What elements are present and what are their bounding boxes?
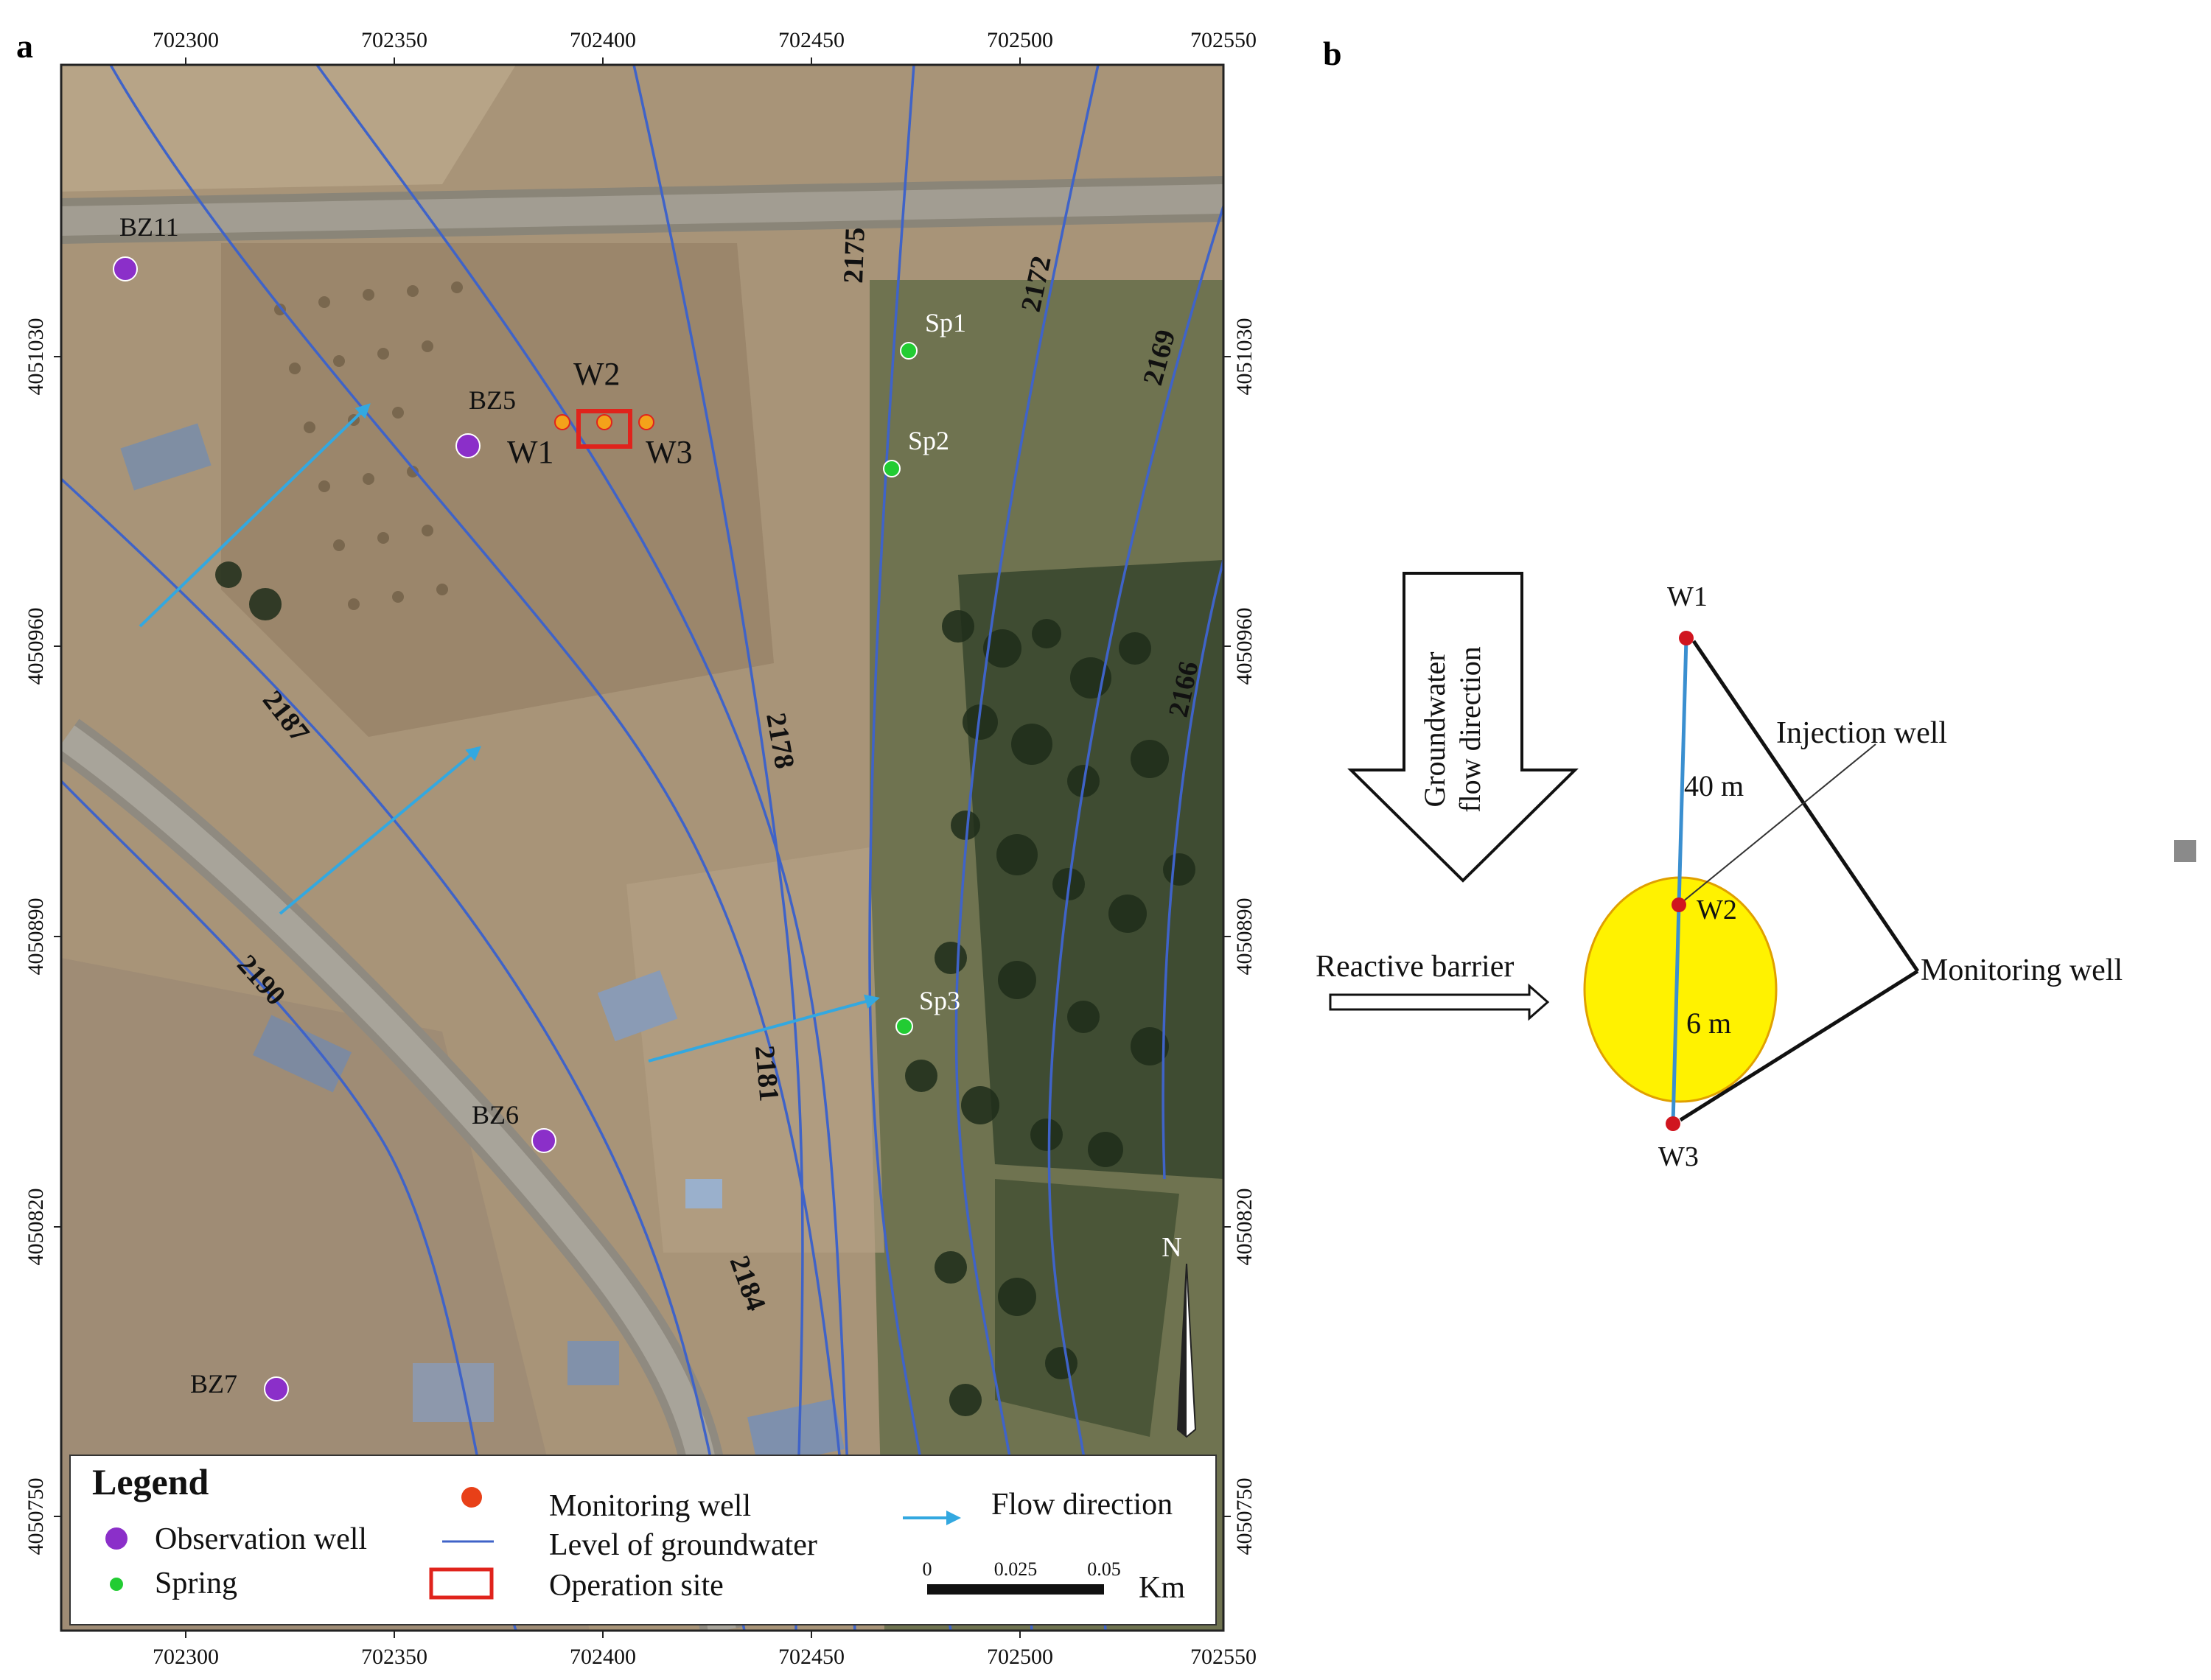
y-axis-ticks: 4051030 4050960 4050890 4050820 4050750 … — [24, 318, 1257, 1555]
legend-spring: Spring — [155, 1567, 237, 1600]
x-tick-top: 702450 — [778, 28, 845, 52]
x-tick-top: 702300 — [153, 28, 219, 52]
monitoring-line-lower — [1679, 969, 1919, 1122]
panel-b-label: b — [1323, 35, 1342, 72]
legend-monitoring-well: Monitoring well — [549, 1489, 751, 1523]
spring-label: Sp3 — [919, 986, 960, 1015]
w2-w3-line — [1671, 904, 1681, 1124]
x-tick-top: 702500 — [987, 28, 1053, 52]
observation-well-label: BZ5 — [469, 385, 516, 415]
scale-unit: Km — [1139, 1571, 1185, 1605]
y-tick-left: 4050960 — [24, 608, 48, 685]
monitoring-well-marker — [638, 414, 654, 430]
observation-well-marker — [455, 433, 481, 458]
well-label-w3: W3 — [1658, 1141, 1699, 1172]
north-arrow: N — [1162, 1232, 1197, 1438]
scale-bar — [927, 1584, 1104, 1595]
legend-operation-site: Operation site — [549, 1569, 724, 1603]
contour-label-2175: 2175 — [838, 227, 871, 284]
monitoring-line-upper — [1691, 640, 1920, 973]
operation-site: W1 W2 W3 — [507, 356, 693, 470]
x-tick-bottom: 702500 — [987, 1645, 1053, 1669]
x-tick-top: 702400 — [570, 28, 636, 52]
scale-tick-2: 0.05 — [1087, 1558, 1121, 1580]
observation-well-label: BZ7 — [190, 1369, 237, 1399]
legend-title: Legend — [92, 1461, 209, 1502]
legend-observation-well: Observation well — [155, 1522, 367, 1556]
y-tick-right: 4050890 — [1232, 898, 1257, 976]
axis-tick-marks — [54, 57, 1231, 1638]
observation-wells: BZ11 BZ5 BZ6 BZ7 — [113, 212, 556, 1401]
legend-operation-site-symbol — [429, 1567, 494, 1600]
w1-w2-line — [1677, 637, 1688, 906]
spring-marker — [900, 342, 918, 360]
x-tick-bottom: 702450 — [778, 1645, 845, 1669]
x-tick-bottom: 702550 — [1190, 1645, 1257, 1669]
y-tick-right: 4050960 — [1232, 608, 1257, 685]
scale-tick-0: 0 — [923, 1558, 932, 1580]
legend-spring-symbol — [110, 1578, 123, 1591]
reactive-barrier-label: Reactive barrier — [1316, 950, 1514, 984]
flow-arrows — [139, 403, 880, 1063]
operation-site-box — [576, 409, 632, 449]
y-tick-right: 4050750 — [1232, 1478, 1257, 1555]
flow-arrow-label-line1: Groundwater — [1418, 651, 1451, 807]
y-tick-left: 4050750 — [24, 1478, 48, 1555]
observation-well-marker — [113, 256, 138, 281]
panel-a-label: a — [16, 27, 33, 65]
well-w3 — [1666, 1116, 1680, 1131]
y-tick-left: 4051030 — [24, 318, 48, 396]
spring-marker — [895, 1018, 913, 1035]
monitoring-well-label-w2: W2 — [573, 356, 621, 392]
monitoring-well-label-w3: W3 — [646, 434, 693, 470]
x-tick-bottom: 702300 — [153, 1645, 219, 1669]
well-w1 — [1679, 631, 1694, 645]
injection-well-label: Injection well — [1776, 716, 1947, 750]
legend: Legend Observation well Spring Monitorin… — [69, 1455, 1217, 1625]
contour-label-2181: 2181 — [749, 1044, 784, 1102]
legend-groundwater-level: Level of groundwater — [549, 1528, 817, 1562]
scale-tick-1: 0.025 — [994, 1558, 1038, 1580]
spring-label: Sp2 — [908, 426, 949, 455]
legend-observation-well-symbol — [105, 1527, 128, 1550]
y-tick-right: 4050820 — [1232, 1189, 1257, 1266]
north-label: N — [1162, 1232, 1181, 1263]
observation-well-label: BZ11 — [119, 212, 179, 242]
spring-marker — [883, 460, 901, 477]
distance-w1-w2: 40 m — [1684, 769, 1744, 802]
x-tick-bottom: 702400 — [570, 1645, 636, 1669]
monitoring-well-label: Monitoring well — [1921, 953, 2123, 987]
spring-label: Sp1 — [925, 308, 966, 337]
monitoring-well-marker — [554, 414, 570, 430]
groundwater-contours — [61, 65, 1223, 1631]
x-tick-top: 702350 — [361, 28, 427, 52]
x-axis-ticks: 702300 702350 702400 702450 702500 70255… — [153, 28, 1257, 1669]
observation-well-marker — [531, 1128, 556, 1153]
injection-well-leader — [1678, 743, 1876, 906]
reactive-barrier-arrow — [1329, 983, 1550, 1021]
grey-square-marker — [2174, 840, 2196, 862]
well-w2 — [1672, 897, 1686, 912]
springs: Sp1 Sp2 Sp3 — [883, 308, 966, 1035]
observation-well-marker — [264, 1376, 289, 1401]
observation-well-label: BZ6 — [472, 1100, 519, 1130]
legend-flow-direction: Flow direction — [991, 1488, 1173, 1522]
monitoring-well-label-w1: W1 — [507, 434, 554, 470]
legend-monitoring-well-symbol — [461, 1487, 482, 1508]
y-tick-left: 4050820 — [24, 1189, 48, 1266]
x-tick-top: 702550 — [1190, 28, 1257, 52]
well-label-w1: W1 — [1667, 581, 1708, 612]
groundwater-flow-arrow — [1347, 572, 1579, 883]
well-label-w2: W2 — [1697, 895, 1737, 925]
distance-w2-w3: 6 m — [1686, 1007, 1731, 1040]
x-tick-bottom: 702350 — [361, 1645, 427, 1669]
flow-arrow-label-line2: flow direction — [1453, 646, 1487, 813]
y-tick-right: 4051030 — [1232, 318, 1257, 396]
monitoring-well-marker — [596, 414, 612, 430]
y-tick-left: 4050890 — [24, 898, 48, 976]
